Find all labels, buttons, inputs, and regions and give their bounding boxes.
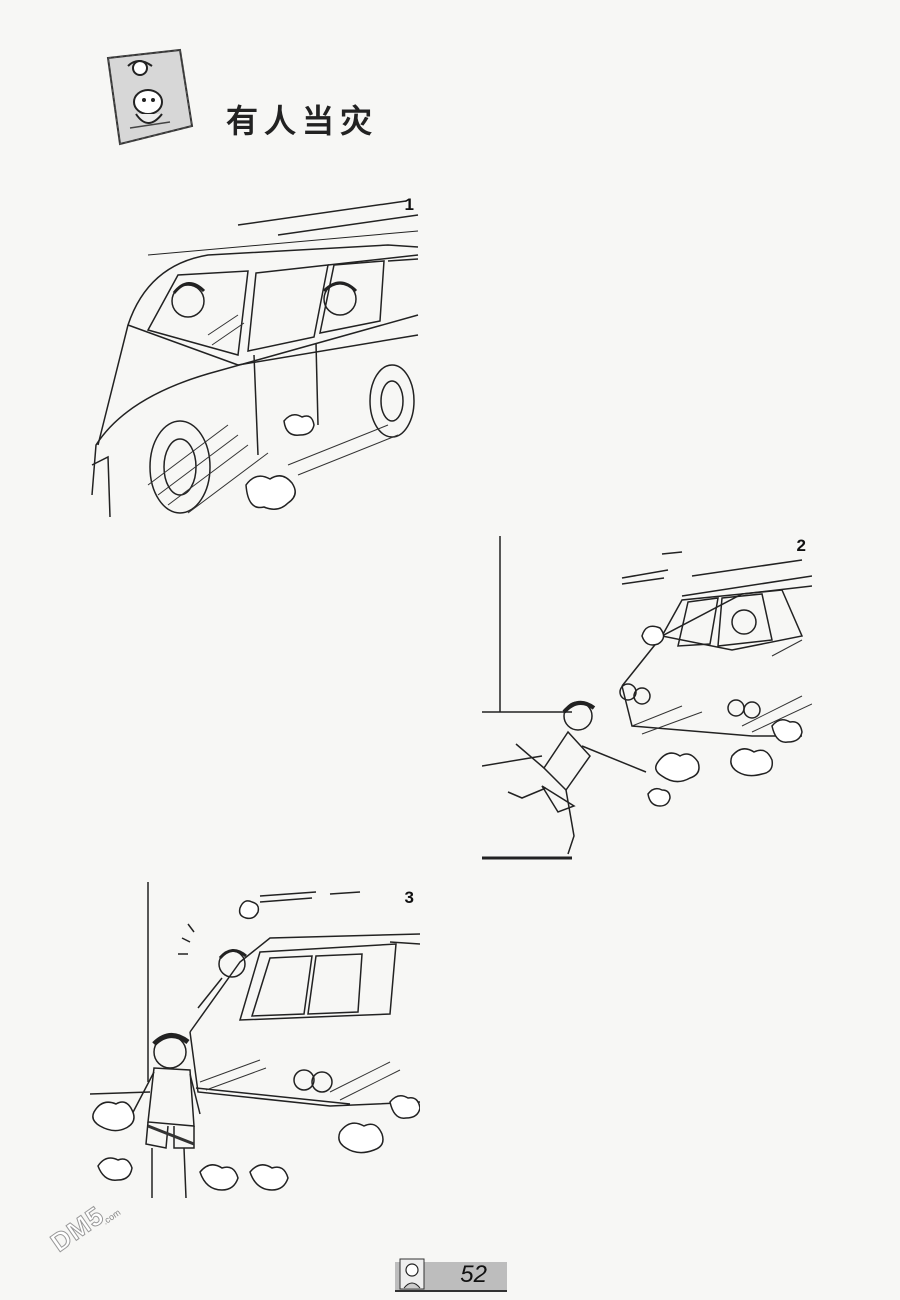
boy-facing-car-illustration [90, 882, 420, 1199]
watermark-text: DM5 [44, 1199, 110, 1258]
comic-panel-2: 2 [482, 536, 812, 866]
character-face-icon [399, 1258, 425, 1290]
boy-running-from-car-illustration [482, 536, 812, 860]
comic-panel-3: 3 [90, 882, 420, 1212]
comic-panel-1: 1 [88, 195, 420, 517]
page-footer: 52 [395, 1258, 507, 1292]
panel-number: 1 [404, 195, 414, 214]
title-note-icon [100, 48, 196, 152]
watermark-domain: .com [100, 1207, 123, 1227]
page-number: 52 [460, 1261, 487, 1288]
panel-number: 3 [404, 888, 414, 907]
page-title: 有人当灾 [226, 102, 379, 140]
car-driving-illustration [91, 200, 419, 517]
panel-number: 2 [796, 536, 806, 555]
